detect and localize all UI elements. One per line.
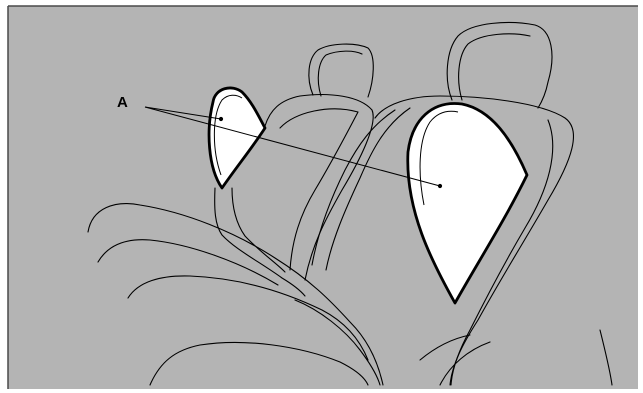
leader-dot-rear: [219, 117, 222, 120]
diagram-background: [8, 6, 638, 389]
callout-label-a: A: [117, 95, 128, 110]
leader-dot-front: [438, 184, 441, 187]
